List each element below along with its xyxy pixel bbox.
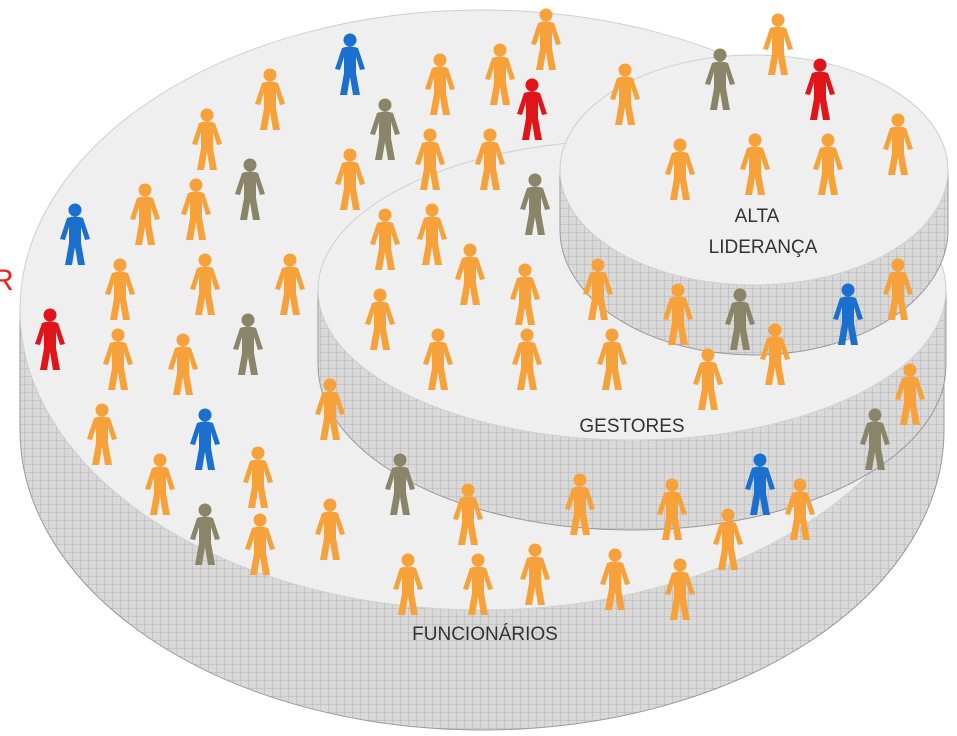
edge-mark-letter: R: [0, 264, 14, 297]
platform-alta-lideranca: [559, 54, 949, 356]
label-funcionarios: FUNCIONÁRIOS: [412, 624, 558, 645]
label-gestores: GESTORES: [579, 416, 684, 437]
label-alta-lideranca-line1: ALTA: [735, 206, 780, 227]
label-alta-lideranca-line2: LIDERANÇA: [709, 237, 818, 258]
